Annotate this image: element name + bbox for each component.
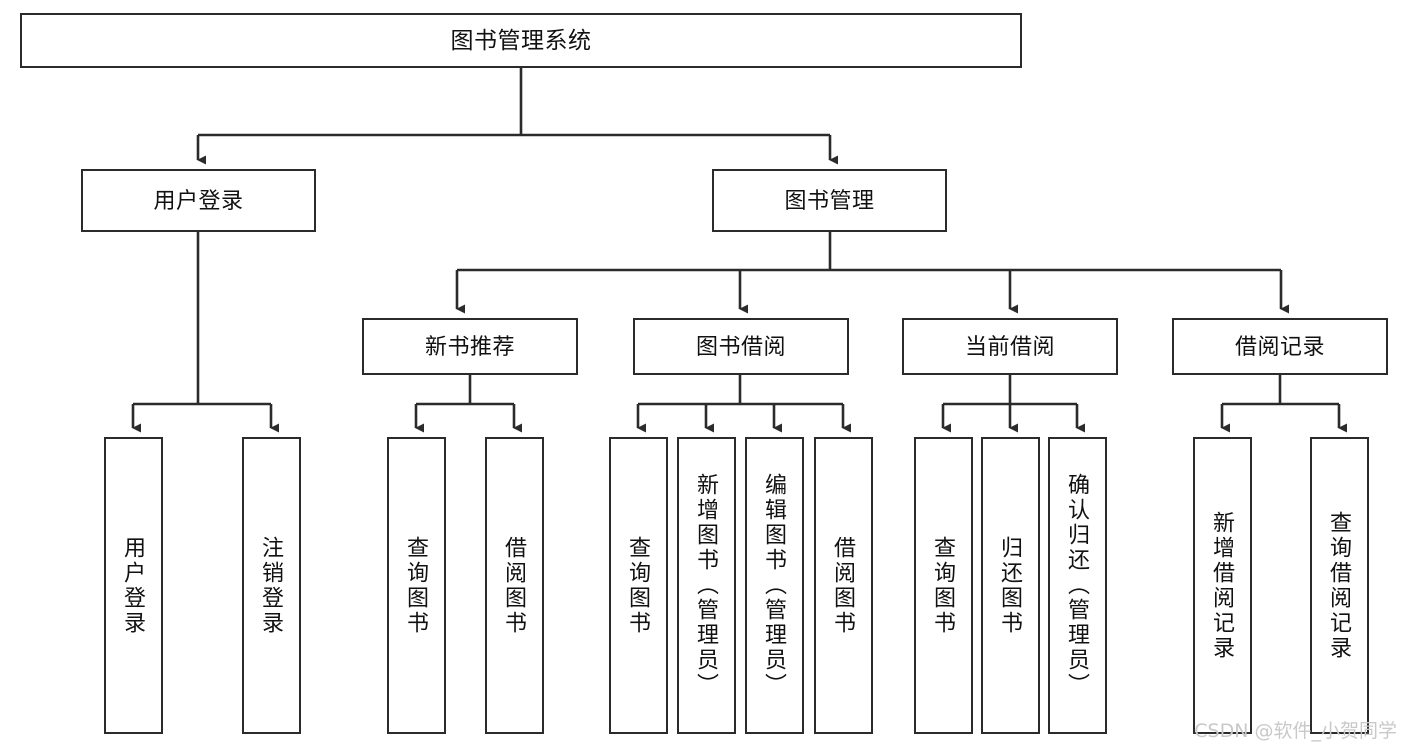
node-root-system[interactable]: 图书管理系统 bbox=[20, 13, 1022, 68]
leaf-add-borrow-record[interactable]: 新增借阅记录 bbox=[1193, 437, 1252, 734]
node-label: 查询图书 bbox=[404, 535, 430, 636]
node-label: 新增图书（管理员） bbox=[694, 473, 720, 698]
node-label: 当前借阅 bbox=[964, 333, 1055, 359]
node-book-borrow[interactable]: 图书借阅 bbox=[633, 318, 849, 375]
node-label: 借阅记录 bbox=[1234, 333, 1325, 359]
leaf-edit-book-admin[interactable]: 编辑图书（管理员） bbox=[745, 437, 804, 734]
node-label: 编辑图书（管理员） bbox=[762, 473, 788, 698]
leaf-query-borrow-record[interactable]: 查询借阅记录 bbox=[1310, 437, 1369, 734]
node-book-manage[interactable]: 图书管理 bbox=[712, 169, 947, 232]
leaf-confirm-return-admin[interactable]: 确认归还（管理员） bbox=[1048, 437, 1107, 734]
node-label: 注销登录 bbox=[259, 535, 285, 636]
leaf-query-book-recommend[interactable]: 查询图书 bbox=[387, 437, 446, 734]
node-label: 用户登录 bbox=[121, 535, 147, 636]
node-label: 新书推荐 bbox=[424, 333, 515, 359]
node-label: 查询图书 bbox=[626, 535, 652, 636]
node-label: 新增借阅记录 bbox=[1210, 510, 1236, 661]
node-label: 借阅图书 bbox=[831, 535, 857, 636]
leaf-add-book-admin[interactable]: 新增图书（管理员） bbox=[677, 437, 736, 734]
node-label: 用户登录 bbox=[153, 187, 244, 213]
leaf-query-book-borrow[interactable]: 查询图书 bbox=[609, 437, 668, 734]
leaf-borrow-book-recommend[interactable]: 借阅图书 bbox=[485, 437, 544, 734]
node-label: 确认归还（管理员） bbox=[1065, 473, 1091, 698]
leaf-query-book-current[interactable]: 查询图书 bbox=[914, 437, 973, 734]
node-new-book-recommend[interactable]: 新书推荐 bbox=[362, 318, 578, 375]
node-label: 图书管理系统 bbox=[450, 26, 592, 53]
node-current-borrow[interactable]: 当前借阅 bbox=[902, 318, 1118, 375]
node-label: 图书借阅 bbox=[695, 333, 786, 359]
leaf-return-book[interactable]: 归还图书 bbox=[981, 437, 1040, 734]
node-label: 查询图书 bbox=[931, 535, 957, 636]
leaf-logout[interactable]: 注销登录 bbox=[242, 437, 301, 734]
node-user-login[interactable]: 用户登录 bbox=[81, 169, 316, 232]
csdn-watermark: CSDN @软件_小贺同学 bbox=[1194, 720, 1397, 742]
node-label: 借阅图书 bbox=[502, 535, 528, 636]
leaf-borrow-book[interactable]: 借阅图书 bbox=[814, 437, 873, 734]
node-label: 归还图书 bbox=[998, 535, 1024, 636]
leaf-user-login[interactable]: 用户登录 bbox=[104, 437, 163, 734]
node-label: 图书管理 bbox=[784, 187, 875, 213]
node-label: 查询借阅记录 bbox=[1327, 510, 1353, 661]
node-borrow-record[interactable]: 借阅记录 bbox=[1172, 318, 1388, 375]
